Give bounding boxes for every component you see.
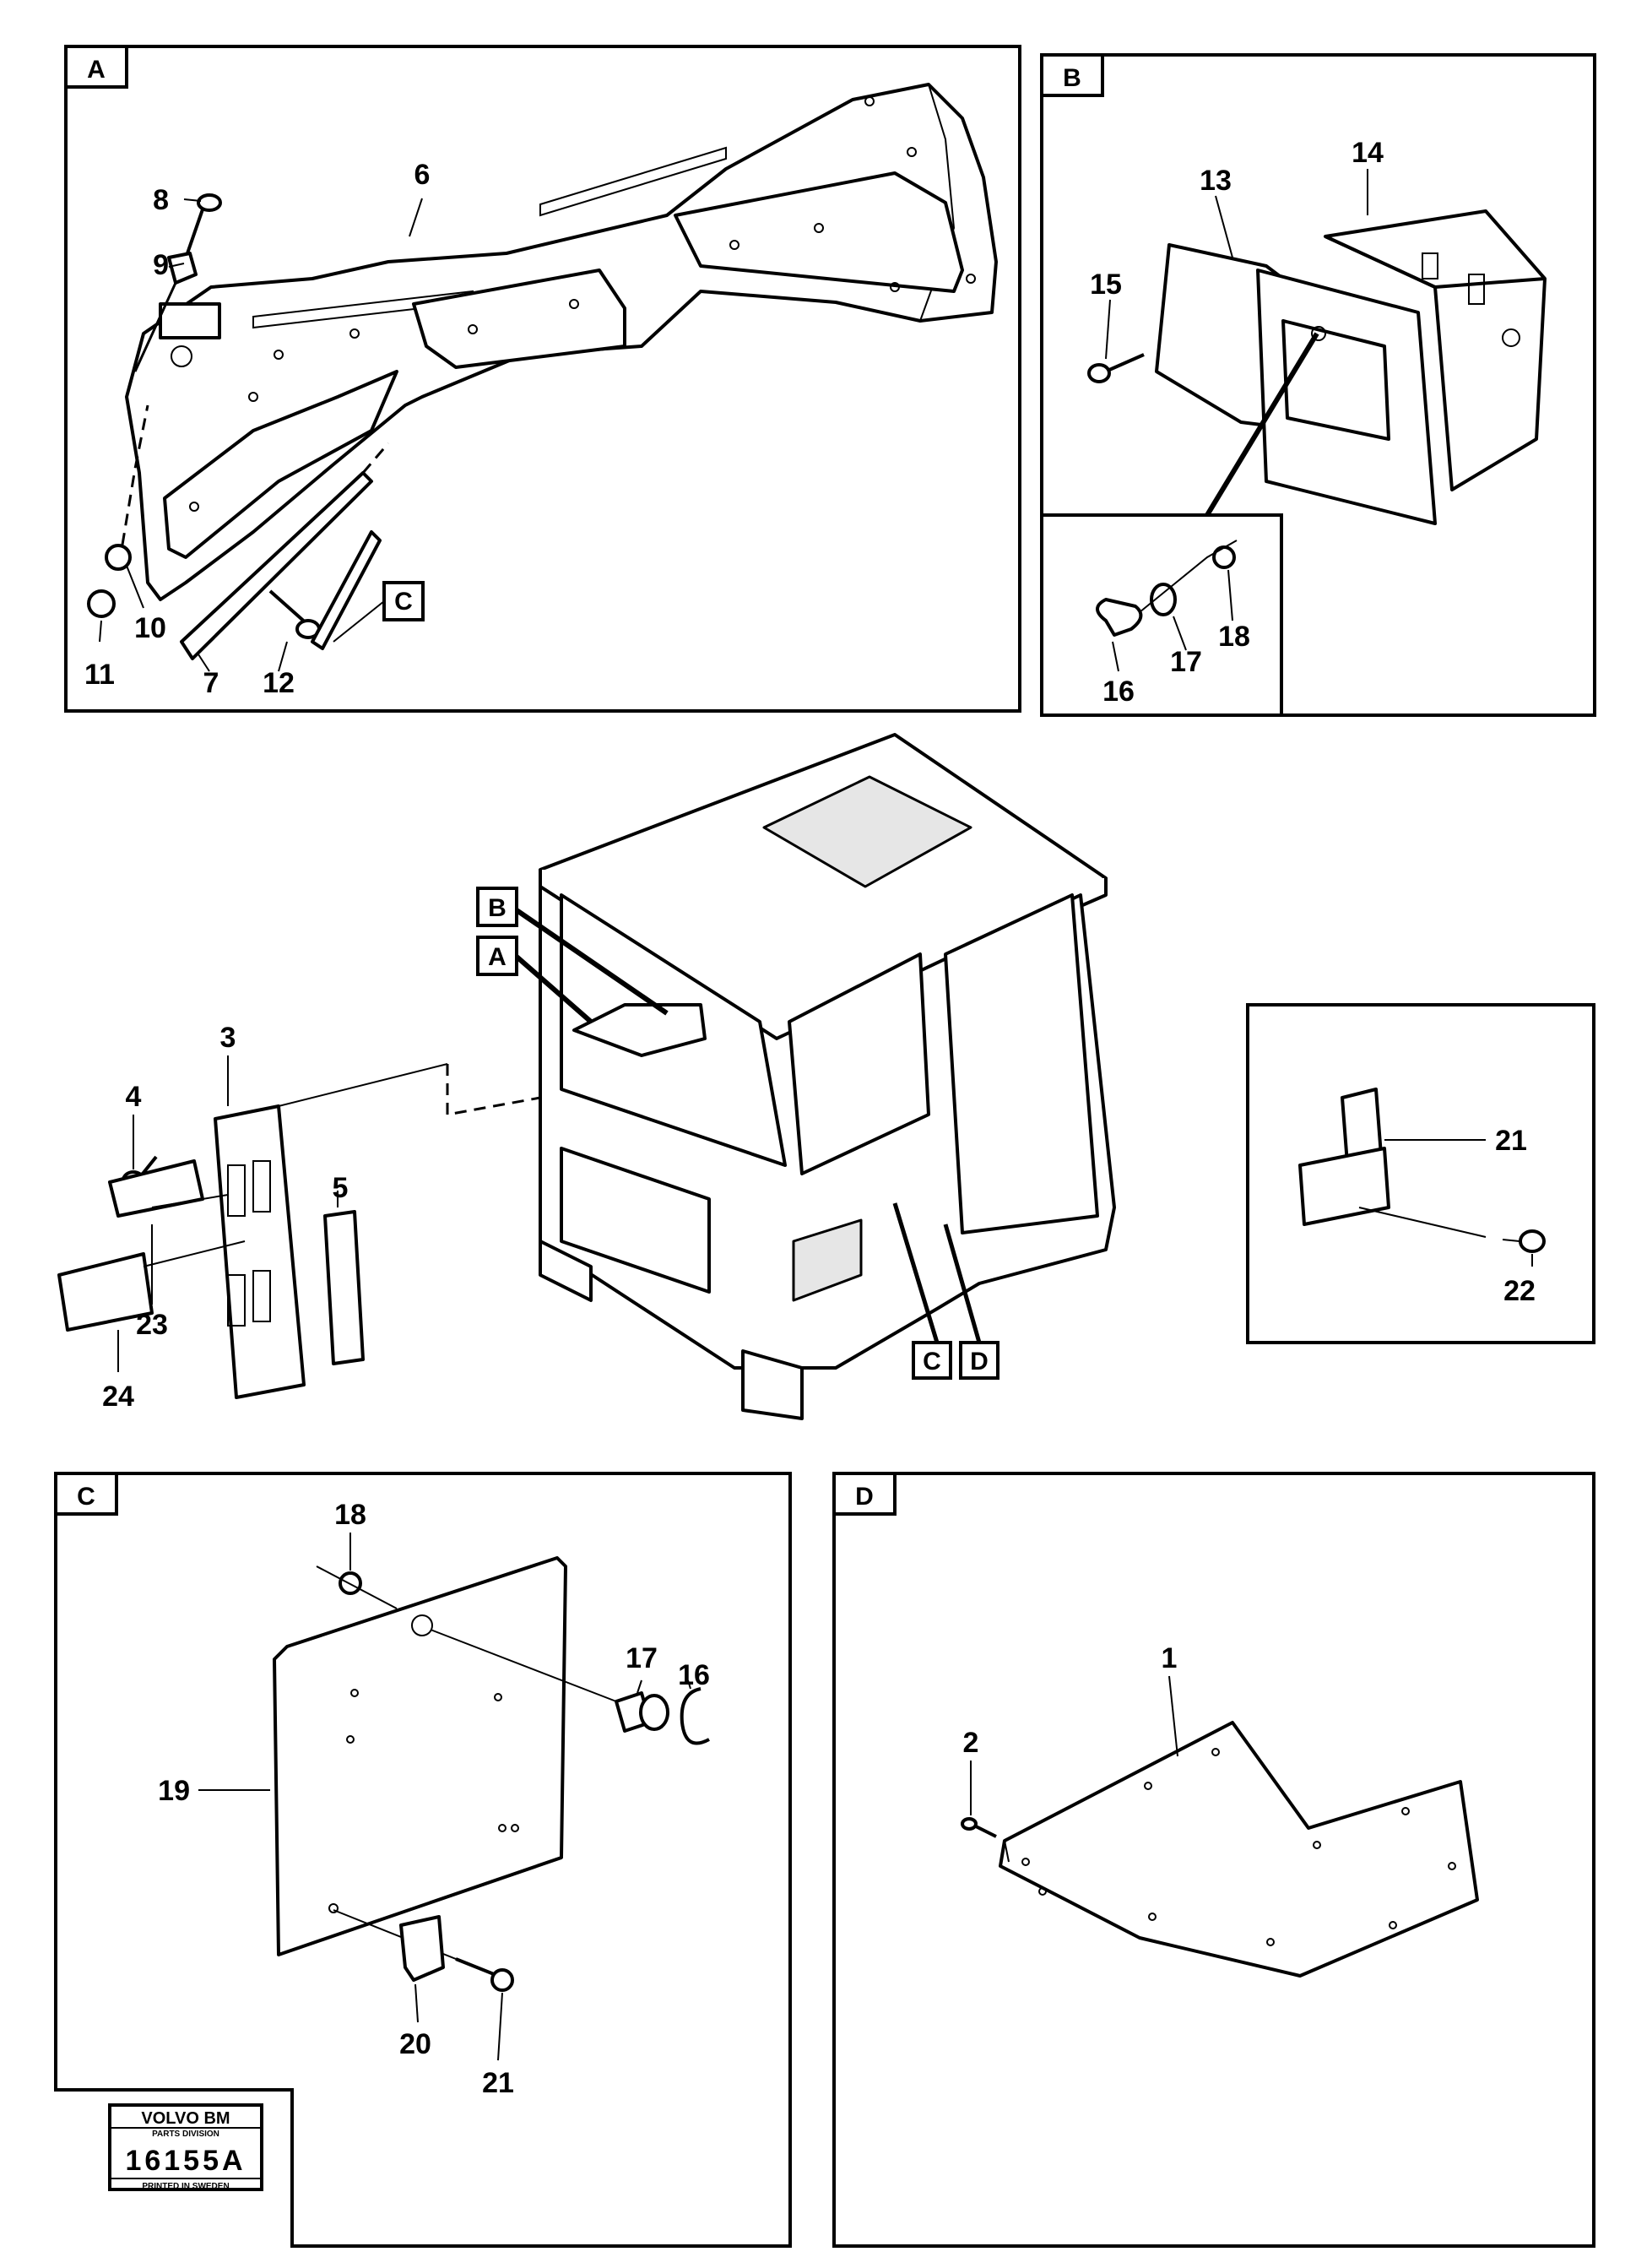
callout-16-b: 16 bbox=[1102, 676, 1135, 708]
cab-overview: B A C D 3 4 5 23 24 bbox=[57, 733, 1116, 1420]
panel-c-tag: C bbox=[77, 1483, 95, 1511]
hook-16-c bbox=[680, 1687, 710, 1745]
callout-17-b: 17 bbox=[1170, 646, 1202, 678]
callout-15: 15 bbox=[1090, 269, 1122, 301]
dash-opening-center bbox=[412, 269, 626, 369]
bracket-panel-frame bbox=[1246, 1003, 1595, 1344]
panel-a-frame bbox=[64, 45, 1021, 713]
washer-18 bbox=[1212, 545, 1236, 569]
screw-21-c bbox=[490, 1968, 514, 1992]
cover-plate-19 bbox=[273, 1556, 567, 1956]
ref-d-tag: D bbox=[970, 1348, 989, 1375]
dash-switch-hole bbox=[159, 302, 221, 339]
callout-4: 4 bbox=[126, 1081, 142, 1113]
panel-a: A bbox=[64, 45, 1021, 713]
callout-10: 10 bbox=[134, 612, 166, 644]
panel-c: C 18 17 16 19 20 21 VOLVO bbox=[54, 1472, 792, 2248]
cab-rear-opening bbox=[944, 893, 1099, 1234]
panel-b-tag: B bbox=[1063, 64, 1081, 92]
hook-16 bbox=[1096, 598, 1143, 637]
panel-c-tag-box bbox=[54, 1472, 118, 1516]
bracket-panel: 21 22 bbox=[1246, 1003, 1595, 1344]
callout-18-c: 18 bbox=[334, 1499, 366, 1531]
callout-11: 11 bbox=[84, 659, 115, 691]
stamp-brand: VOLVO BM bbox=[141, 2109, 230, 2128]
callout-20: 20 bbox=[399, 2028, 431, 2060]
stamp-printed: PRINTED IN SWEDEN bbox=[142, 2182, 229, 2191]
trim-strip bbox=[180, 471, 373, 660]
dash-opening-left bbox=[163, 370, 398, 559]
panel-b: B 13 14 15 16 17 18 bbox=[1040, 53, 1596, 717]
callout-21-bracket: 21 bbox=[1495, 1125, 1527, 1157]
clip-9 bbox=[167, 252, 198, 285]
bracket-20 bbox=[399, 1915, 445, 1982]
callout-13: 13 bbox=[1200, 165, 1232, 197]
grille-5 bbox=[323, 1210, 365, 1365]
ref-d-box bbox=[959, 1341, 999, 1380]
cover-hole bbox=[411, 1614, 433, 1636]
callout-9: 9 bbox=[153, 249, 169, 281]
ref-c-tag-a: C bbox=[394, 588, 413, 616]
panel-d: D 2 1 bbox=[832, 1472, 1595, 2248]
vent-plate-3 bbox=[214, 1104, 306, 1399]
callout-24: 24 bbox=[102, 1381, 134, 1413]
callout-2: 2 bbox=[963, 1727, 979, 1759]
panel-a-tag: A bbox=[87, 56, 106, 84]
bracket-23 bbox=[108, 1159, 204, 1218]
volvo-bm-stamp: VOLVO BM PARTS DIVISION 16155A PRINTED I… bbox=[108, 2103, 263, 2191]
callout-7: 7 bbox=[203, 667, 219, 699]
panel-c-frame bbox=[54, 1472, 792, 2248]
nut-11 bbox=[87, 589, 116, 618]
cab-dash bbox=[572, 1003, 707, 1057]
dash-round-hole bbox=[171, 345, 192, 367]
callout-14: 14 bbox=[1352, 137, 1384, 169]
side-panel-1 bbox=[999, 1721, 1479, 1978]
ref-c-box-a bbox=[382, 581, 425, 621]
roof-hatch bbox=[762, 775, 972, 888]
callout-6: 6 bbox=[414, 159, 431, 191]
bushing-17 bbox=[1150, 583, 1177, 616]
ref-a-tag: A bbox=[488, 943, 507, 971]
cab-side-lower bbox=[792, 1218, 863, 1302]
callout-18-b: 18 bbox=[1218, 621, 1250, 653]
cab-front-lower bbox=[560, 1147, 711, 1294]
panel-b-inset-frame bbox=[1042, 513, 1283, 715]
panel-b-tag-box bbox=[1040, 53, 1104, 97]
callout-8: 8 bbox=[153, 184, 169, 216]
rivet-2 bbox=[961, 1817, 978, 1831]
ref-c-box bbox=[912, 1341, 952, 1380]
callout-3: 3 bbox=[220, 1022, 236, 1054]
wedge-piece bbox=[311, 530, 382, 650]
cab-leg bbox=[741, 1349, 804, 1420]
callout-17-c: 17 bbox=[626, 1642, 658, 1674]
stamp-division: PARTS DIVISION bbox=[152, 2130, 219, 2139]
callout-19: 19 bbox=[158, 1775, 190, 1807]
panel-d-frame bbox=[832, 1472, 1595, 2248]
ref-b-tag: B bbox=[488, 894, 507, 922]
callout-5: 5 bbox=[333, 1172, 349, 1204]
callout-16-c: 16 bbox=[678, 1659, 710, 1691]
cab-side-window bbox=[788, 952, 930, 1175]
callout-12: 12 bbox=[263, 667, 295, 699]
stamp-number: 16155A bbox=[125, 2145, 246, 2177]
bracket-24 bbox=[57, 1252, 154, 1332]
nut-10 bbox=[105, 544, 132, 571]
ref-c-tag: C bbox=[923, 1348, 941, 1375]
panel-d-tag-box bbox=[832, 1472, 897, 1516]
screw-15 bbox=[1087, 363, 1111, 383]
callout-22: 22 bbox=[1503, 1275, 1536, 1307]
dash-rail-2 bbox=[539, 146, 727, 217]
callout-21-c: 21 bbox=[482, 2067, 514, 2099]
panel-a-tag-box bbox=[64, 45, 128, 89]
screw-8 bbox=[197, 193, 222, 212]
panel-b-frame bbox=[1040, 53, 1596, 717]
callout-1: 1 bbox=[1162, 1642, 1178, 1674]
ref-a-box bbox=[476, 936, 518, 976]
ref-b-box bbox=[476, 887, 518, 927]
panel-d-tag: D bbox=[855, 1483, 874, 1511]
screw-22 bbox=[1519, 1229, 1546, 1253]
callout-23: 23 bbox=[136, 1309, 168, 1341]
